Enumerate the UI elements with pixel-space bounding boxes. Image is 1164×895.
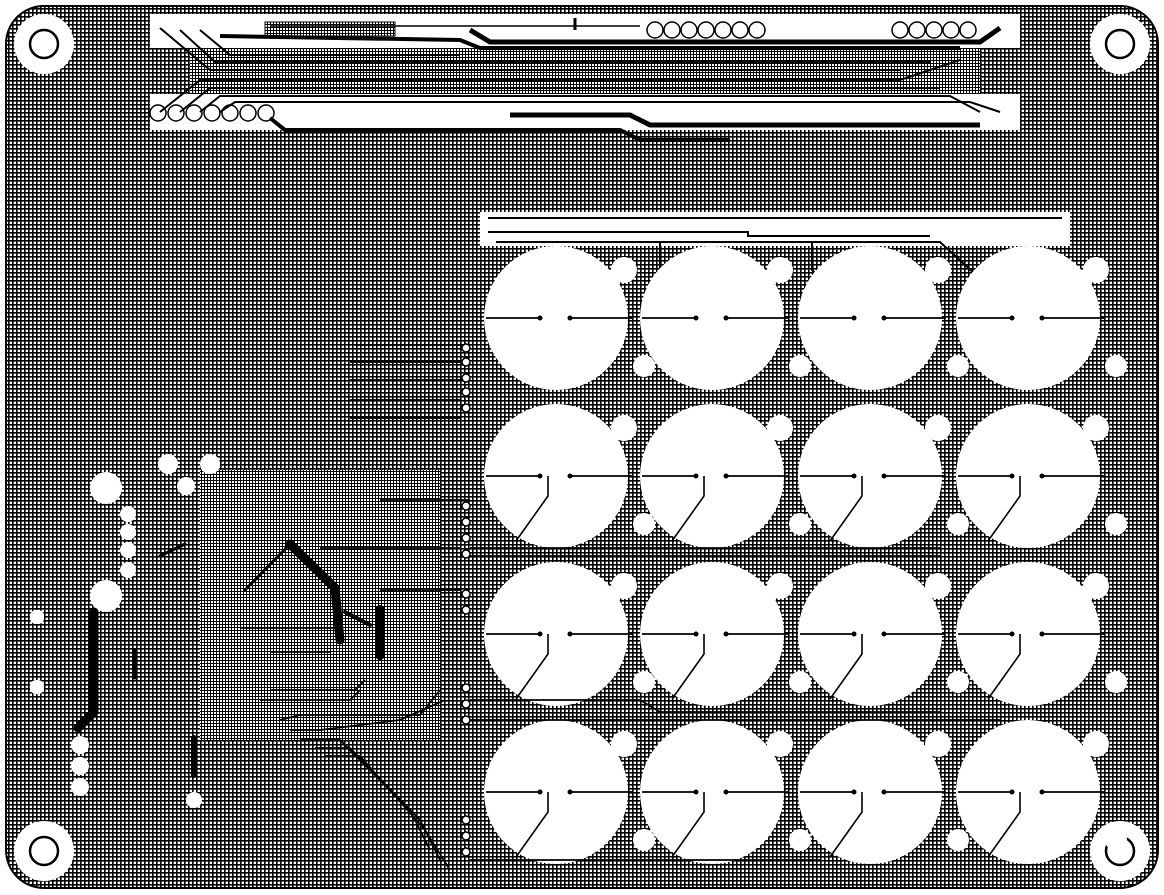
left-signal-traces bbox=[240, 344, 1000, 871]
via bbox=[461, 501, 471, 511]
via bbox=[461, 589, 471, 599]
via bbox=[461, 387, 471, 397]
header-pin bbox=[257, 104, 275, 122]
mounting-hole-top-right bbox=[1090, 14, 1150, 74]
left-connector-region bbox=[30, 344, 1000, 871]
header-pin bbox=[908, 21, 926, 39]
pad-cell bbox=[640, 404, 811, 548]
via bbox=[461, 605, 471, 615]
via bbox=[461, 357, 471, 367]
pad-cell bbox=[640, 720, 811, 864]
pad-cell bbox=[484, 562, 655, 706]
via bbox=[461, 549, 471, 559]
via bbox=[461, 831, 471, 841]
pad-cell bbox=[484, 720, 655, 864]
header-pins-top bbox=[646, 21, 977, 39]
mounting-holes bbox=[14, 14, 1150, 881]
via bbox=[461, 715, 471, 725]
via bbox=[461, 343, 471, 353]
pad-cell bbox=[798, 404, 969, 548]
pad-cell bbox=[956, 404, 1127, 548]
top-header bbox=[149, 14, 1020, 142]
left-pads bbox=[30, 454, 220, 808]
upper-traces bbox=[480, 212, 1070, 316]
header-pin bbox=[891, 21, 909, 39]
left-thick-traces bbox=[73, 539, 385, 778]
header-pin bbox=[714, 21, 732, 39]
via bbox=[461, 815, 471, 825]
header-pin bbox=[925, 21, 943, 39]
via bbox=[461, 517, 471, 527]
pad-cell bbox=[484, 404, 655, 548]
header-pin bbox=[942, 21, 960, 39]
via bbox=[461, 699, 471, 709]
header-pin bbox=[646, 21, 664, 39]
via bbox=[461, 683, 471, 693]
pad-cell bbox=[956, 720, 1127, 864]
pad-cell bbox=[956, 562, 1127, 706]
mounting-hole-top-left bbox=[14, 14, 74, 74]
pad-cell bbox=[798, 720, 969, 864]
header-pin bbox=[221, 104, 239, 122]
pad-cell bbox=[798, 562, 969, 706]
via bbox=[461, 533, 471, 543]
header-pin bbox=[167, 104, 185, 122]
pad-matrix bbox=[461, 246, 1127, 864]
header-traces bbox=[159, 18, 1002, 142]
via bbox=[461, 373, 471, 383]
pad-cell bbox=[640, 562, 811, 706]
header-pin bbox=[697, 21, 715, 39]
via bbox=[461, 847, 471, 857]
pad-cell bbox=[640, 246, 811, 390]
header-pin bbox=[731, 21, 749, 39]
via bbox=[461, 403, 471, 413]
header-pin bbox=[185, 104, 203, 122]
header-pin bbox=[663, 21, 681, 39]
header-pin bbox=[239, 104, 257, 122]
pad-cell bbox=[798, 246, 969, 390]
header-pin bbox=[203, 104, 221, 122]
header-pin bbox=[748, 21, 766, 39]
header-pin bbox=[680, 21, 698, 39]
header-pin bbox=[959, 21, 977, 39]
mounting-hole-bottom-left bbox=[14, 821, 74, 881]
pad-cell bbox=[956, 246, 1127, 390]
pad-cell bbox=[484, 246, 655, 390]
header-pin bbox=[149, 104, 167, 122]
